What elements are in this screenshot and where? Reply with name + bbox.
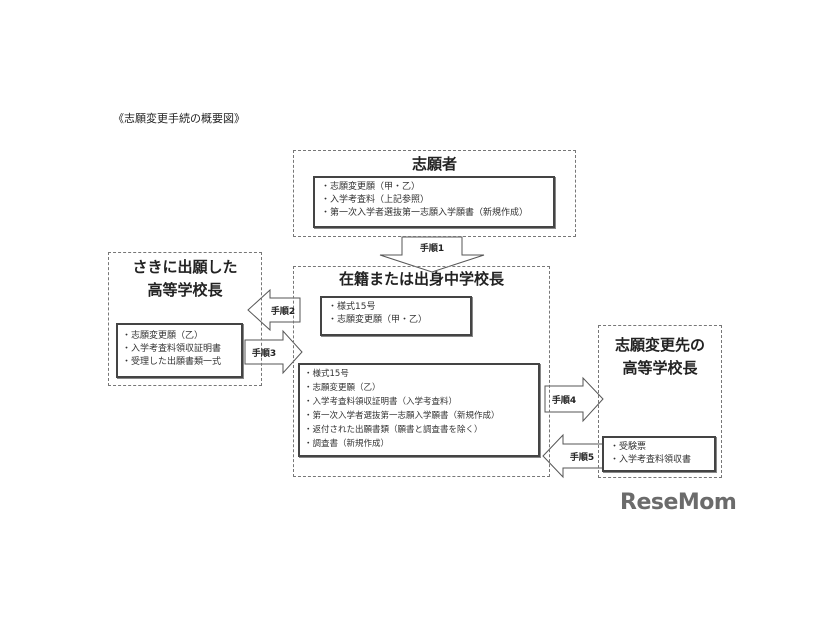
new-school-group [598, 325, 722, 478]
prior-school-heading-line2: 高等学校長 [147, 281, 223, 299]
step5-arrow [542, 433, 604, 479]
prior-school-docs-box: 志願変更願（乙） 入学考査料領収証明書 受理した出願書類一式 [116, 323, 243, 378]
step4-label: 手順4 [551, 396, 577, 406]
list-item: 志願変更願（甲・乙） [328, 314, 464, 327]
step4-arrow [544, 376, 604, 423]
step3-label: 手順3 [251, 349, 277, 359]
list-item: 第一次入学者選抜第一志願入学願書（新規作成） [304, 409, 534, 423]
middle-school-box2: 様式15号 志願変更願（乙） 入学考査料領収証明書（入学考査料） 第一次入学者選… [298, 363, 540, 457]
list-item: 調査書（新規作成） [304, 437, 534, 451]
applicant-heading: 志願者 [411, 155, 457, 173]
new-school-docs-box: 受験票 入学考査料領収書 [602, 436, 716, 472]
step3-arrow [244, 329, 303, 375]
step2-label: 手順2 [270, 307, 296, 317]
list-item: 入学考査料（上記参照） [321, 194, 547, 207]
list-item: 第一次入学者選抜第一志願入学願書（新規作成） [321, 207, 547, 220]
applicant-group [293, 150, 576, 237]
middle-school-group [293, 266, 550, 477]
step5-label: 手順5 [569, 453, 595, 463]
diagram-title: 《志願変更手続の概要図》 [113, 112, 245, 125]
middle-school-box1: 様式15号 志願変更願（甲・乙） [320, 296, 472, 336]
list-item: 志願変更願（乙） [122, 330, 237, 343]
list-item: 志願変更願（乙） [304, 381, 534, 395]
list-item: 返付された出願書類（願書と調査書を除く） [304, 423, 534, 437]
list-item: 入学考査料領収証明書 [122, 343, 237, 356]
list-item: 入学考査料領収証明書（入学考査料） [304, 395, 534, 409]
list-item: 受験票 [610, 441, 708, 454]
list-item: 様式15号 [328, 301, 464, 314]
resemom-logo: ReseMom [620, 490, 737, 515]
applicant-docs-box: 志願変更願（甲・乙） 入学考査料（上記参照） 第一次入学者選抜第一志願入学願書（… [313, 176, 555, 228]
list-item: 様式15号 [304, 367, 534, 381]
new-school-heading-line1: 志願変更先の [614, 336, 705, 354]
list-item: 志願変更願（甲・乙） [321, 181, 547, 194]
prior-school-group [108, 252, 262, 386]
list-item: 受理した出願書類一式 [122, 356, 237, 369]
list-item: 入学考査料領収書 [610, 454, 708, 467]
prior-school-heading-line1: さきに出願した [132, 258, 238, 276]
new-school-heading-line2: 高等学校長 [622, 359, 698, 377]
middle-school-heading: 在籍または出身中学校長 [338, 270, 504, 288]
step1-arrow [379, 236, 485, 273]
step1-label: 手順1 [419, 244, 445, 254]
